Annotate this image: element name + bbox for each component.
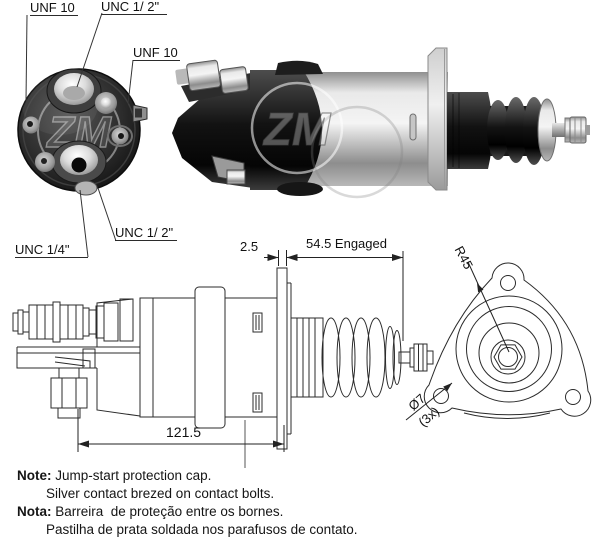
note-en-label: Note: xyxy=(17,468,52,483)
note-en-line1: Jump-start protection cap. xyxy=(55,468,212,483)
mount-hole-top xyxy=(500,275,516,291)
callout-unc12-top: UNC 1/ 2" xyxy=(101,0,167,15)
note-pt-1: Nota: Barreira de proteção entre os born… xyxy=(17,503,357,521)
flange-front-view xyxy=(405,261,592,421)
svg-text:ZM: ZM xyxy=(262,103,332,155)
nose-cone xyxy=(172,73,253,188)
mount-hole-right xyxy=(565,389,581,405)
mount-band xyxy=(194,286,226,429)
flange-plate-outline xyxy=(423,262,592,417)
center-hex-nut xyxy=(493,344,523,370)
mount-hole-left xyxy=(433,388,449,404)
dim-flange-thickness: 2.5 xyxy=(240,239,259,254)
plunger-rod xyxy=(552,123,568,137)
bottom-screw xyxy=(74,180,98,196)
note-en-line2: Silver contact brezed on contact bolts. xyxy=(46,486,275,501)
notes-block: Note: Jump-start protection cap. Silver … xyxy=(17,467,357,539)
callout-unf10-right: UNF 10 xyxy=(133,46,180,61)
note-en-1: Note: Jump-start protection cap. xyxy=(17,467,357,485)
callout-unc12-bottom: UNC 1/ 2" xyxy=(115,226,177,241)
plunger-housing xyxy=(447,92,493,169)
callout-unc14-bottom: UNC 1/4" xyxy=(15,243,88,258)
mount-flange-photo xyxy=(427,47,448,191)
terminal-nut-2 xyxy=(219,66,249,94)
note-pt-2: Pastilha de prata soldada nos parafusos … xyxy=(17,521,357,539)
terminal-nut-1 xyxy=(186,59,221,92)
side-view-drawing xyxy=(12,267,434,468)
note-en-2: Silver contact brezed on contact bolts. xyxy=(17,485,357,503)
side-photo: ZM xyxy=(172,47,590,199)
zm-watermark-endview: ZM xyxy=(37,89,121,173)
dim-total-length: 121.5 xyxy=(166,424,202,440)
zm-watermark-sidephoto: ZM xyxy=(250,81,404,199)
note-pt-line1: Barreira de proteção entre os bornes. xyxy=(55,504,284,519)
dim-engaged-length: 54.5 Engaged xyxy=(306,236,387,251)
rod-nut xyxy=(569,116,587,144)
note-pt-line2: Pastilha de prata soldada nos parafusos … xyxy=(46,522,358,537)
cap-saddle xyxy=(250,70,322,190)
end-view-photo: ZM xyxy=(17,68,148,196)
side-view-dimensions xyxy=(77,250,404,452)
mount-flange-drawing xyxy=(276,267,288,450)
callout-unf10-top: UNF 10 xyxy=(30,1,78,16)
note-pt-label: Nota: xyxy=(17,504,52,519)
svg-text:ZM: ZM xyxy=(45,108,112,157)
endview-leader-lines xyxy=(25,12,134,258)
bellows xyxy=(487,100,509,160)
